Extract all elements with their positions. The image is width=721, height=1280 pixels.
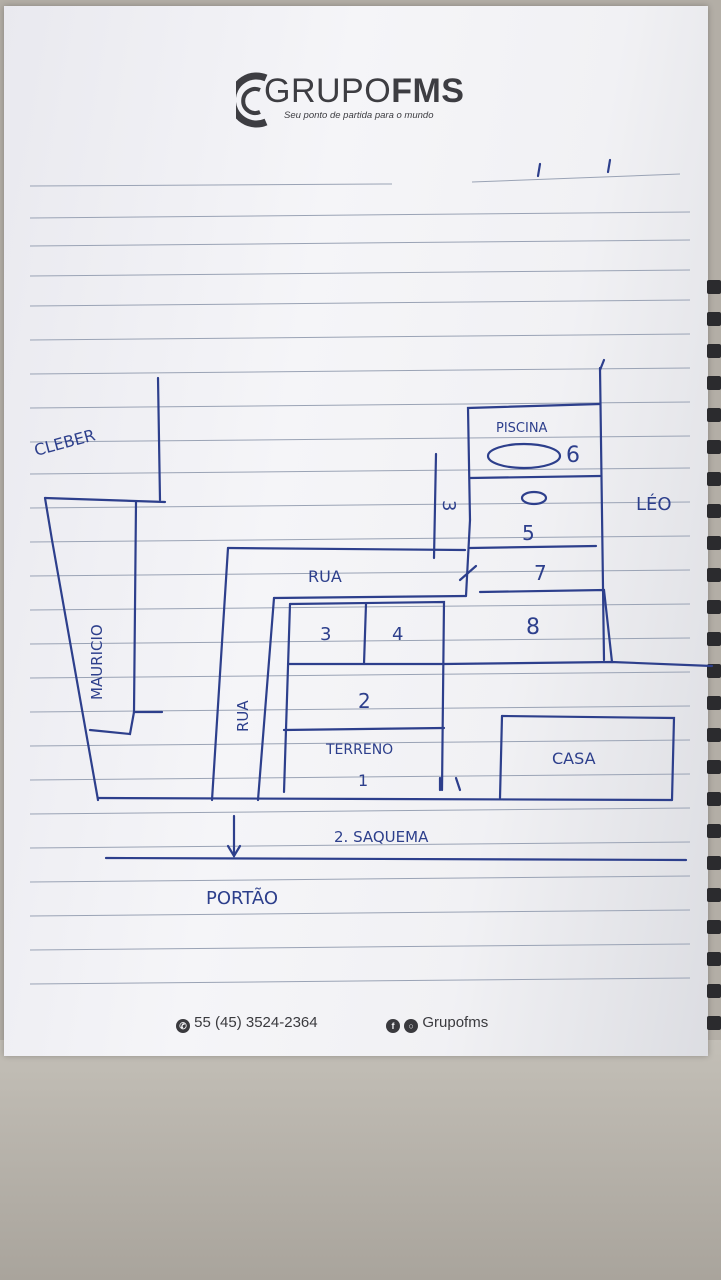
footer-social: f ○ Grupofms [386, 1014, 488, 1033]
spiral-ring [707, 888, 721, 902]
label-lot-4: 4 [392, 624, 403, 645]
spiral-ring [707, 280, 721, 294]
spiral-ring [707, 824, 721, 838]
ruled-lines [29, 173, 691, 985]
spiral-ring [707, 664, 721, 678]
spiral-ring [707, 376, 721, 390]
brand-name: GRUPOFMS [264, 72, 465, 110]
table-surface [0, 1040, 721, 1280]
label-casa: CASA [552, 749, 596, 768]
spiral-ring [707, 344, 721, 358]
spiral-ring [707, 600, 721, 614]
spiral-ring [707, 952, 721, 966]
label-saquema: 2. SAQUEMA [334, 828, 429, 846]
label-cleber: CLEBER [32, 425, 97, 460]
label-lot-5: 5 [522, 521, 535, 545]
label-terreno: TERRENO [325, 742, 393, 758]
label-leo: LÉO [636, 493, 672, 515]
label-mauricio: MAURICIO [88, 624, 106, 700]
spiral-ring [707, 792, 721, 806]
spiral-ring [707, 856, 721, 870]
logo-mark-icon [236, 72, 268, 128]
facebook-icon: f [386, 1019, 400, 1033]
label-lot-3: 3 [320, 624, 331, 645]
label-rua-side: RUA [234, 700, 252, 732]
spiral-ring [707, 760, 721, 774]
label-lot-7: 7 [534, 561, 547, 585]
label-lot-2: 2 [358, 689, 371, 713]
social-text: Grupofms [422, 1014, 489, 1031]
brand-tagline: Seu ponto de partida para o mundo [284, 110, 434, 121]
sketch-labels: CLEBER MAURICIO PISCINA 6 LÉO 3 5 RUA 7 … [32, 421, 671, 909]
spiral-ring [707, 312, 721, 326]
spiral-ring [707, 632, 721, 646]
label-portao: PORTÃO [206, 887, 278, 909]
label-lot-8: 8 [526, 615, 540, 640]
footer-phone: ✆ 55 (45) 3524-2364 [176, 1014, 318, 1033]
spiral-ring [707, 568, 721, 582]
whatsapp-icon: ✆ [176, 1019, 190, 1033]
spiral-ring [707, 696, 721, 710]
spiral-ring [707, 920, 721, 934]
spiral-binding [703, 280, 721, 1060]
instagram-icon: ○ [404, 1019, 419, 1033]
label-lot-1: 1 [358, 771, 368, 790]
label-piscina: PISCINA [496, 421, 548, 436]
page-footer: ✆ 55 (45) 3524-2364 f ○ Grupofms [176, 1014, 536, 1038]
spiral-ring [707, 504, 721, 518]
label-lot-6: 6 [566, 443, 580, 468]
label-rua-top: RUA [308, 567, 342, 586]
spiral-ring [707, 536, 721, 550]
sketch-lines [43, 158, 714, 862]
spiral-ring [707, 1016, 721, 1030]
spiral-ring [707, 472, 721, 486]
spiral-ring [707, 984, 721, 998]
spiral-ring [707, 728, 721, 742]
brand-logo: GRUPOFMS Seu ponto de partida para o mun… [236, 60, 476, 130]
label-lot-3-vertical: 3 [438, 500, 459, 511]
spiral-ring [707, 440, 721, 454]
phone-text: 55 (45) 3524-2364 [194, 1014, 318, 1031]
spiral-ring [707, 408, 721, 422]
